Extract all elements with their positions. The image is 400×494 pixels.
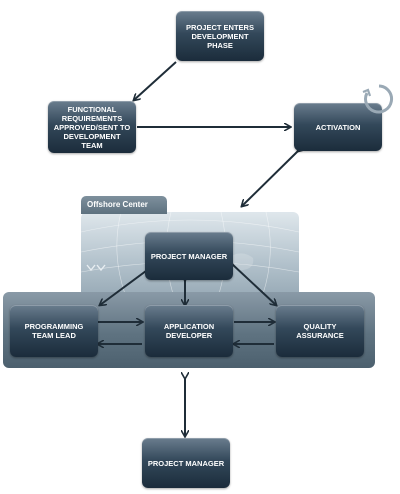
node-activation: Activation <box>294 103 382 151</box>
edge-project-manager-to-programming-team-lead <box>100 268 150 305</box>
node-label: Project Enters Development Phase <box>186 22 254 50</box>
refresh-loop-icon <box>362 84 394 114</box>
node-label: Activation <box>315 122 361 132</box>
offshore-center-label: Offshore Center <box>87 200 148 209</box>
node-programming-team-lead: Programming Team Lead <box>10 305 98 357</box>
node-label: Project Manager <box>147 458 225 468</box>
node-label: Functional Requirements Approved/Sent to… <box>53 104 131 150</box>
node-project-enters-development-phase: Project Enters Development Phase <box>176 11 264 61</box>
edge-activation-to-offshore-center <box>242 151 298 206</box>
node-project-manager-bottom: Project Manager <box>142 438 230 488</box>
node-label: Programming Team Lead <box>24 322 84 340</box>
node-label: Quality Assurance <box>296 322 344 340</box>
edge-project-manager-to-quality-assurance <box>232 264 276 305</box>
node-label: Application Developer <box>163 322 215 340</box>
node-application-developer: Application Developer <box>145 305 233 357</box>
node-label: Project Manager <box>150 251 228 261</box>
node-functional-requirements: Functional Requirements Approved/Sent to… <box>48 101 136 153</box>
node-quality-assurance: Quality Assurance <box>276 305 364 357</box>
edge-project-enters-to-functional-requirements <box>134 61 177 100</box>
offshore-center-tab: Offshore Center <box>81 196 167 214</box>
node-project-manager-offshore: Project Manager <box>145 232 233 280</box>
